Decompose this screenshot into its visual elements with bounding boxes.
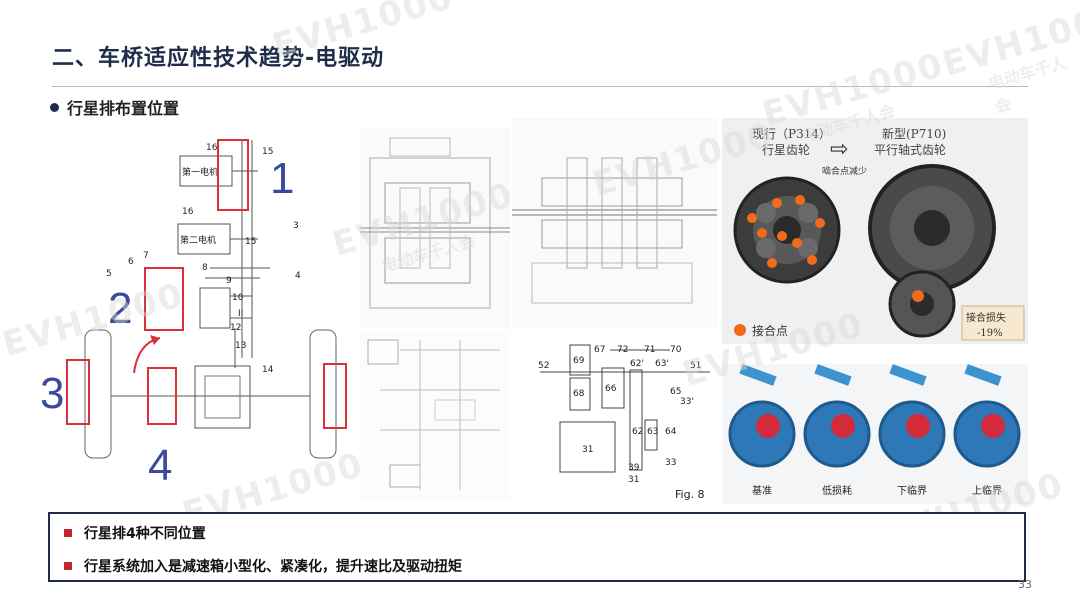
fig-8-label: Fig. 8 — [675, 488, 705, 501]
position-1-box — [217, 139, 249, 211]
svg-text:3: 3 — [293, 221, 299, 231]
gear-variant-label-2: 低损耗 — [822, 484, 852, 497]
summary-item: 行星排4种不同位置 — [64, 523, 206, 543]
position-3-box-right — [323, 363, 347, 429]
svg-text:72: 72 — [617, 345, 628, 355]
svg-text:II: II — [238, 309, 243, 319]
motor2-label: 第二电机 — [180, 234, 216, 246]
gear-variant-label-3: 下临界 — [897, 484, 927, 497]
square-bullet-icon — [64, 562, 72, 570]
page-title: 二、车桥适应性技术趋势-电驱动 — [52, 46, 385, 71]
square-bullet-icon — [64, 529, 72, 537]
svg-text:63: 63 — [647, 427, 658, 437]
svg-text:13: 13 — [235, 341, 246, 351]
summary-box: 行星排4种不同位置 行星系统加入是减速箱小型化、紧凑化，提升速比及驱动扭矩 — [48, 512, 1026, 582]
patent-drawing-bottom-left — [360, 330, 510, 500]
svg-text:14: 14 — [262, 365, 274, 375]
watermark-text: 电动车千人会 — [986, 53, 1069, 117]
gear-variant-label-4: 上临界 — [972, 484, 1002, 497]
svg-text:51: 51 — [690, 361, 701, 371]
svg-text:63': 63' — [655, 359, 669, 369]
svg-text:15: 15 — [245, 237, 256, 247]
svg-text:7: 7 — [143, 251, 149, 261]
svg-text:39: 39 — [628, 463, 640, 473]
position-number-4: 4 — [148, 441, 172, 490]
svg-text:31: 31 — [628, 475, 639, 485]
gear-variant-1 — [728, 364, 796, 468]
svg-text:4: 4 — [295, 271, 301, 281]
box-label-68: 68 — [573, 389, 585, 399]
svg-text:6: 6 — [128, 257, 134, 267]
mesh-reduction-label: 啮合点减少 — [822, 165, 867, 177]
patent-drawing-top-left — [360, 128, 510, 328]
new-gear-sub: 平行轴式齿轮 — [874, 142, 946, 157]
current-gear-sub: 行星齿轮 — [762, 143, 810, 157]
svg-text:16: 16 — [182, 207, 194, 217]
current-gear-label: 现行（P314） — [752, 127, 831, 141]
svg-text:10: 10 — [232, 293, 244, 303]
section-heading-text: 行星排布置位置 — [67, 99, 180, 118]
summary-item: 行星系统加入是减速箱小型化、紧凑化，提升速比及驱动扭矩 — [64, 556, 462, 576]
box-label-66: 66 — [605, 384, 617, 394]
svg-text:64: 64 — [665, 427, 677, 437]
svg-text:15: 15 — [262, 147, 273, 157]
position-3-box — [66, 359, 90, 425]
svg-text:71: 71 — [644, 345, 655, 355]
svg-text:16: 16 — [206, 143, 218, 153]
gear-variant-2 — [803, 364, 871, 468]
svg-text:33': 33' — [680, 397, 694, 407]
loss-label: 接合损失 — [966, 311, 1006, 324]
svg-text:8: 8 — [202, 263, 208, 273]
summary-item-text: 行星系统加入是减速箱小型化、紧凑化，提升速比及驱动扭矩 — [84, 559, 462, 575]
svg-text:70: 70 — [670, 345, 682, 355]
position-4-box — [147, 367, 177, 425]
svg-text:67: 67 — [594, 345, 605, 355]
position-number-3: 3 — [40, 369, 64, 418]
page-number: 33 — [1018, 578, 1032, 591]
patent-figure-8: 69 68 66 31 52 67 72 71 70 51 62' 63' 65… — [520, 330, 720, 505]
title-divider — [52, 86, 1028, 87]
bullet-dot-icon — [50, 102, 59, 112]
blue-gears-comparison: 基准 低损耗 下临界 上临界 — [722, 364, 1028, 504]
box-label-31: 31 — [582, 445, 593, 455]
gear-variant-label-1: 基准 — [752, 484, 772, 497]
gear-variant-3 — [878, 364, 946, 468]
svg-text:52: 52 — [538, 361, 549, 371]
svg-text:62': 62' — [630, 359, 644, 369]
mesh-point-legend: 接合点 — [752, 323, 788, 338]
mesh-point-icon — [734, 324, 746, 336]
gear-comparison-photo: 现行（P314） 行星齿轮 新型(P710) 平行轴式齿轮 ⇨ 啮合点减少 接合… — [722, 118, 1028, 344]
svg-text:62: 62 — [632, 427, 643, 437]
svg-text:9: 9 — [226, 276, 232, 286]
new-gear-label: 新型(P710) — [882, 126, 946, 141]
box-label-69: 69 — [573, 356, 585, 366]
loss-value: -19% — [977, 328, 1003, 339]
svg-text:65: 65 — [670, 387, 681, 397]
svg-text:12: 12 — [230, 323, 241, 333]
svg-text:33: 33 — [665, 458, 676, 468]
position-number-2: 2 — [108, 284, 132, 333]
position-2-box — [144, 267, 184, 331]
section-heading: 行星排布置位置 — [50, 95, 179, 119]
gear-variant-4 — [953, 364, 1021, 468]
svg-text:5: 5 — [106, 269, 112, 279]
arrow-icon: ⇨ — [830, 137, 848, 162]
patent-drawing-top-right — [512, 118, 717, 328]
position-number-1: 1 — [270, 154, 294, 203]
planetary-schematic: 第一电机 第二电机 16 15 16 3 15 7 6 5 8 9 10 II … — [30, 128, 360, 498]
motor1-label: 第一电机 — [182, 166, 218, 178]
watermark-logo: EVH1000 — [938, 0, 1080, 85]
summary-item-text: 行星排4种不同位置 — [84, 526, 206, 542]
